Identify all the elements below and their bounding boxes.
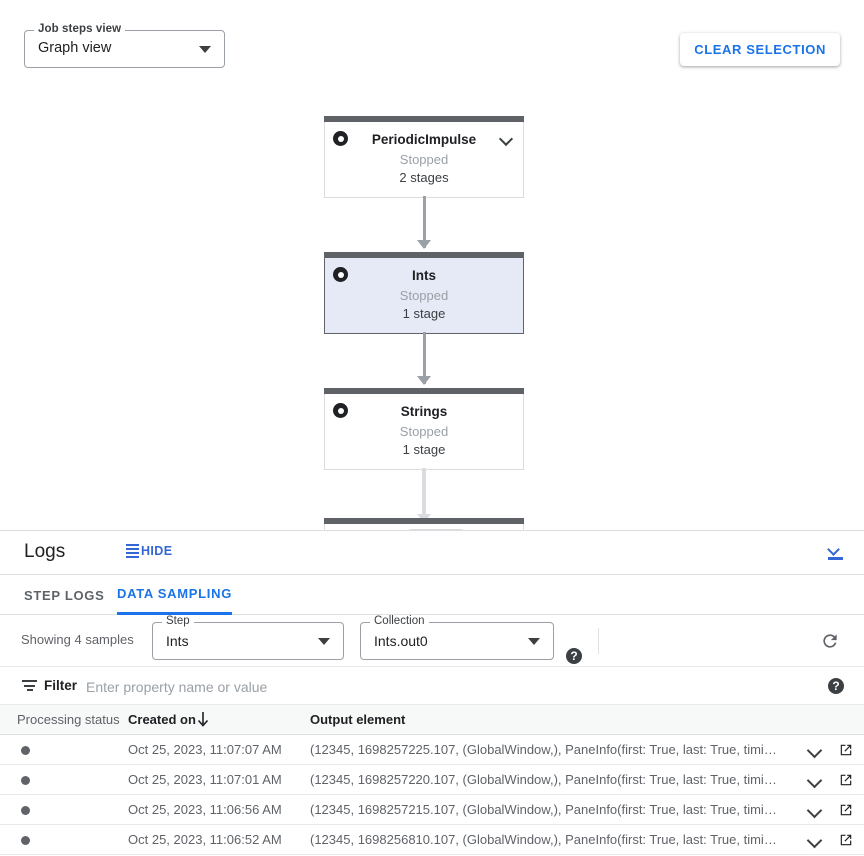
column-header-processing-status[interactable]: Processing status	[17, 712, 120, 727]
graph-node-periodicimpulse[interactable]: PeriodicImpulse Stopped 2 stages	[324, 116, 524, 198]
cell-output-element: (12345, 1698257220.107, (GlobalWindow,),…	[310, 772, 780, 787]
table-row[interactable]: Oct 25, 2023, 11:06:56 AM (12345, 169825…	[0, 795, 864, 825]
collection-select-label: Collection	[370, 615, 429, 627]
arrow-head-icon	[417, 376, 431, 385]
node-title: Ints	[411, 268, 436, 283]
cell-output-element: (12345, 1698256810.107, (GlobalWindow,),…	[310, 832, 780, 847]
processing-status-dot	[21, 806, 30, 815]
graph-horizontal-scrollbar[interactable]	[408, 529, 464, 530]
refresh-glyph	[823, 634, 837, 648]
column-header-output-element[interactable]: Output element	[310, 712, 406, 727]
open-in-new-icon[interactable]	[839, 833, 853, 847]
node-title: PeriodicImpulse	[371, 132, 477, 147]
filter-label: Filter	[44, 678, 78, 693]
column-header-created-on[interactable]: Created on	[128, 712, 196, 727]
chevron-down-icon	[528, 638, 540, 645]
graph-edge-2	[417, 332, 431, 385]
open-in-new-glyph	[840, 744, 852, 756]
graph-node-ints[interactable]: Ints Stopped 1 stage	[324, 252, 524, 334]
filter-input[interactable]	[86, 676, 786, 698]
sort-arrow-glyph	[197, 712, 209, 727]
cell-output-element: (12345, 1698257225.107, (GlobalWindow,),…	[310, 742, 780, 757]
logs-tabs: STEP LOGS DATA SAMPLING	[0, 575, 864, 615]
stop-icon	[333, 267, 348, 282]
step-select-label: Step	[162, 615, 194, 627]
arrow-down-icon[interactable]	[197, 711, 209, 728]
step-select[interactable]: Step Ints	[152, 615, 344, 660]
node-title: Strings	[400, 404, 448, 419]
job-steps-view-select[interactable]: Job steps view Graph view	[24, 23, 225, 68]
chevron-down-icon	[318, 638, 330, 645]
arrow-head-icon	[417, 240, 431, 249]
cell-created-on: Oct 25, 2023, 11:06:52 AM	[128, 832, 282, 847]
filter-row: Filter ?	[0, 667, 864, 705]
collection-select-value: Ints.out0	[374, 633, 428, 649]
open-in-new-glyph	[840, 804, 852, 816]
clear-selection-button[interactable]: CLEAR SELECTION	[680, 33, 840, 66]
tab-step-logs[interactable]: STEP LOGS	[24, 587, 105, 603]
node-status-bar	[324, 388, 524, 394]
node-stages: 1 stage	[402, 442, 446, 457]
help-icon[interactable]: ?	[566, 648, 582, 664]
tab-data-sampling[interactable]: DATA SAMPLING	[117, 575, 233, 615]
processing-status-dot	[21, 746, 30, 755]
logs-header: Logs HIDE	[0, 531, 864, 575]
logs-panel: Logs HIDE STEP LOGS DATA SAMPLING Showin…	[0, 530, 864, 856]
open-in-new-icon[interactable]	[839, 743, 853, 757]
node-stages: 1 stage	[402, 306, 446, 321]
collapse-panel-icon[interactable]	[826, 543, 846, 563]
node-status: Stopped	[399, 424, 449, 439]
logs-title: Logs	[24, 541, 66, 562]
table-row[interactable]: Oct 25, 2023, 11:07:07 AM (12345, 169825…	[0, 735, 864, 765]
open-in-new-icon[interactable]	[839, 803, 853, 817]
hide-logs-button[interactable]: HIDE	[126, 544, 172, 558]
job-graph-pane: Job steps view Graph view CLEAR SELECTIO…	[0, 0, 864, 530]
chevron-down-icon[interactable]	[808, 775, 822, 785]
samples-table-body: Oct 25, 2023, 11:07:07 AM (12345, 169825…	[0, 735, 864, 855]
chevron-down-icon	[199, 46, 211, 53]
stop-icon	[333, 403, 348, 418]
processing-status-dot	[21, 836, 30, 845]
list-lines-icon	[126, 544, 139, 558]
graph-node-strings[interactable]: Strings Stopped 1 stage	[324, 388, 524, 470]
showing-samples-label: Showing 4 samples	[21, 632, 134, 647]
processing-status-dot	[21, 776, 30, 785]
graph-node-clipped[interactable]	[324, 518, 524, 524]
refresh-icon[interactable]	[820, 631, 840, 651]
cell-created-on: Oct 25, 2023, 11:07:01 AM	[128, 772, 282, 787]
stop-icon	[333, 131, 348, 146]
open-in-new-glyph	[840, 774, 852, 786]
chevron-down-icon[interactable]	[808, 805, 822, 815]
cell-created-on: Oct 25, 2023, 11:06:56 AM	[128, 802, 282, 817]
chevron-down-icon[interactable]	[808, 835, 822, 845]
node-status: Stopped	[399, 152, 449, 167]
graph-node-clipped-body	[324, 524, 524, 530]
node-stages: 2 stages	[399, 170, 449, 185]
node-status-bar	[324, 252, 524, 258]
graph-edge-3	[417, 468, 431, 523]
node-status-bar	[324, 116, 524, 122]
job-steps-view-label: Job steps view	[34, 23, 126, 35]
job-steps-view-value: Graph view	[38, 40, 112, 56]
graph-edge-1	[417, 196, 431, 249]
filter-icon	[22, 680, 37, 692]
step-select-value: Ints	[166, 633, 189, 649]
table-row[interactable]: Oct 25, 2023, 11:07:01 AM (12345, 169825…	[0, 765, 864, 795]
node-status: Stopped	[399, 288, 449, 303]
cell-created-on: Oct 25, 2023, 11:07:07 AM	[128, 742, 282, 757]
chevron-down-icon[interactable]	[808, 745, 822, 755]
table-row[interactable]: Oct 25, 2023, 11:06:52 AM (12345, 169825…	[0, 825, 864, 855]
open-in-new-icon[interactable]	[839, 773, 853, 787]
controls-divider	[598, 628, 599, 654]
collection-select[interactable]: Collection Ints.out0	[360, 615, 554, 660]
cell-output-element: (12345, 1698257215.107, (GlobalWindow,),…	[310, 802, 780, 817]
help-icon[interactable]: ?	[828, 678, 844, 694]
chevron-down-icon[interactable]	[501, 133, 513, 145]
open-in-new-glyph	[840, 834, 852, 846]
sampling-controls-row: Showing 4 samples Step Ints Collection I…	[0, 615, 864, 667]
hide-logs-label: HIDE	[141, 544, 173, 558]
samples-table-header: Processing status Created on Output elem…	[0, 705, 864, 735]
